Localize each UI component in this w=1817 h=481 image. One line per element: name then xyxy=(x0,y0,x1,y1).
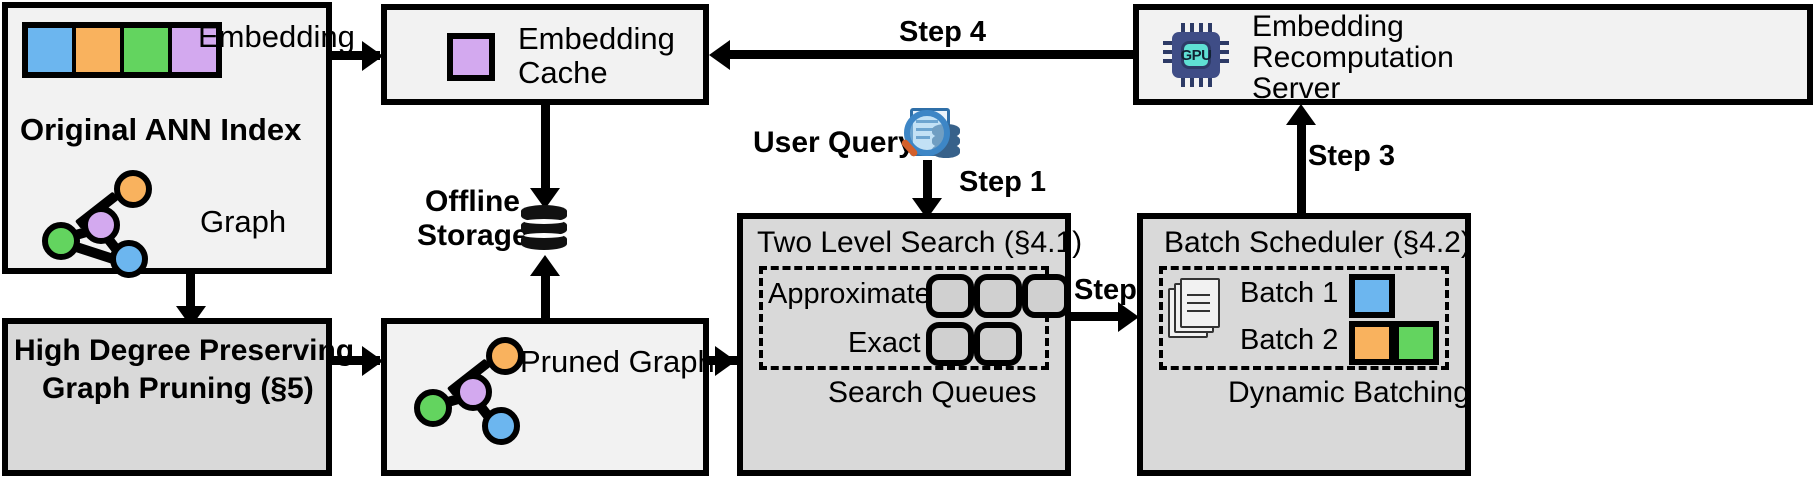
gpu-chip-icon: GPU xyxy=(1163,23,1229,87)
embedding-cache-title-line2: Cache xyxy=(518,55,608,90)
batch-2-label: Batch 2 xyxy=(1240,324,1339,356)
ann-index-graph xyxy=(40,168,170,278)
pruned-graph-widget xyxy=(412,335,542,445)
graph-pruning-title-line1: High Degree Preserving xyxy=(14,334,355,367)
gpu-pin xyxy=(1190,23,1194,34)
gpu-core: GPU xyxy=(1180,41,1213,69)
arrow-ann-to-pruning-line xyxy=(186,274,195,311)
arrow-step3-line xyxy=(1297,122,1306,214)
doc-line xyxy=(1187,302,1210,304)
gpu-pin xyxy=(1218,50,1229,54)
batch-1-label: Batch 1 xyxy=(1240,277,1339,309)
search-slot-approximate xyxy=(974,274,1022,318)
graph-node-orange xyxy=(114,170,152,208)
step-1-label: Step 1 xyxy=(959,166,1047,198)
user-query-label: User Query xyxy=(753,126,915,159)
arrow-cache-to-storage-line xyxy=(541,105,550,193)
two-level-search-title: Two Level Search (§4.1) xyxy=(757,226,1083,259)
gpu-pin xyxy=(1163,41,1174,45)
batch-2-item-orange xyxy=(1349,321,1395,365)
step-3-label: Step 3 xyxy=(1308,140,1396,172)
search-document-icon xyxy=(900,104,962,162)
embedding-cell-orange xyxy=(76,28,124,72)
arrow-step2-head xyxy=(1118,302,1139,332)
embedding-cell-purple xyxy=(172,28,216,72)
gpu-pin xyxy=(1208,23,1212,34)
gpu-pin xyxy=(1218,41,1229,45)
graph-pruning-box xyxy=(2,318,332,476)
search-row-label-approximate: Approximate xyxy=(768,278,931,310)
database-cylinder-icon xyxy=(521,205,567,257)
dynamic-batching-footer: Dynamic Batching xyxy=(1228,376,1470,409)
arrow-step2-line xyxy=(1071,312,1131,321)
dynamic-batching-panel xyxy=(1159,266,1449,370)
embedding-cell-blue xyxy=(28,28,76,72)
embedding-cache-title-line1: Embedding xyxy=(518,21,675,56)
graph-node-green xyxy=(414,389,452,427)
original-ann-index-title: Original ANN Index xyxy=(20,112,302,147)
offline-storage-label-line2: Storage xyxy=(417,219,529,252)
embedding-cache-swatch xyxy=(447,33,495,81)
arrow-ann-to-cache-line xyxy=(332,51,380,60)
batch-2-item-green xyxy=(1393,321,1439,365)
graph-node-blue xyxy=(482,407,520,445)
db-gap xyxy=(524,219,564,224)
gpu-pin xyxy=(1163,50,1174,54)
graph-node-blue xyxy=(110,240,148,278)
recomputation-server-box xyxy=(1133,4,1813,105)
arrow-step4-head xyxy=(709,40,730,70)
search-slot-approximate xyxy=(926,274,974,318)
gpu-pin xyxy=(1190,76,1194,87)
search-slot-approximate xyxy=(1022,274,1070,318)
arrow-pruned-to-search-head xyxy=(715,346,736,376)
recomputation-server-title-line2: Recomputation xyxy=(1252,41,1454,74)
graph-label: Graph xyxy=(200,204,287,239)
db-band xyxy=(521,205,567,222)
search-queues-footer: Search Queues xyxy=(828,376,1037,409)
gpu-pin xyxy=(1199,76,1203,87)
graph-pruning-title-line2: Graph Pruning (§5) xyxy=(42,372,314,405)
search-slot-exact xyxy=(974,322,1022,366)
gpu-pin xyxy=(1199,23,1203,34)
batch-scheduler-title: Batch Scheduler (§4.2) xyxy=(1164,226,1471,259)
graph-node-green xyxy=(42,222,80,260)
gpu-core-label: GPU xyxy=(1180,46,1213,64)
db-gap xyxy=(524,233,564,238)
arrow-pruned-to-storage-head xyxy=(530,255,560,276)
graph-node-purple xyxy=(454,373,492,411)
step-4-label: Step 4 xyxy=(899,16,987,48)
arrow-step1-line xyxy=(923,160,932,204)
embedding-label: Embedding xyxy=(198,19,355,54)
graph-node-orange xyxy=(486,337,524,375)
search-row-label-exact: Exact xyxy=(848,327,921,359)
embedding-cache-box xyxy=(381,4,709,105)
search-slot-exact xyxy=(926,322,974,366)
search-queues-panel xyxy=(759,266,1049,370)
arrow-pruned-to-storage-line xyxy=(541,272,550,322)
embedding-cell-green xyxy=(124,28,172,72)
magnifier-lens-icon xyxy=(904,110,950,156)
arrow-cache-to-storage-head xyxy=(530,188,560,209)
doc-line xyxy=(1187,310,1210,312)
gpu-pin xyxy=(1163,59,1174,63)
document-stack-icon xyxy=(1168,278,1226,340)
arrow-step3-head xyxy=(1286,104,1316,125)
arrow-ann-to-cache-head xyxy=(362,41,383,71)
graph-node-purple xyxy=(82,206,120,244)
arrow-step4-line xyxy=(716,50,1136,59)
gpu-pin xyxy=(1181,23,1185,34)
batch-1-item-blue xyxy=(1349,274,1395,318)
gpu-pin xyxy=(1218,59,1229,63)
doc-line xyxy=(1187,294,1210,296)
arrow-pruning-to-pruned-line xyxy=(332,356,380,365)
pruned-graph-label: Pruned Graph xyxy=(520,344,715,379)
embedding-vector-strip xyxy=(22,22,222,78)
gpu-pin xyxy=(1208,76,1212,87)
gpu-pin xyxy=(1181,76,1185,87)
offline-storage-label-line1: Offline xyxy=(425,185,520,218)
recomputation-server-title-line1: Embedding xyxy=(1252,10,1404,43)
arrow-pruning-to-pruned-head xyxy=(362,346,383,376)
recomputation-server-title-line3: Server xyxy=(1252,72,1341,105)
pruned-graph-box xyxy=(381,318,709,476)
